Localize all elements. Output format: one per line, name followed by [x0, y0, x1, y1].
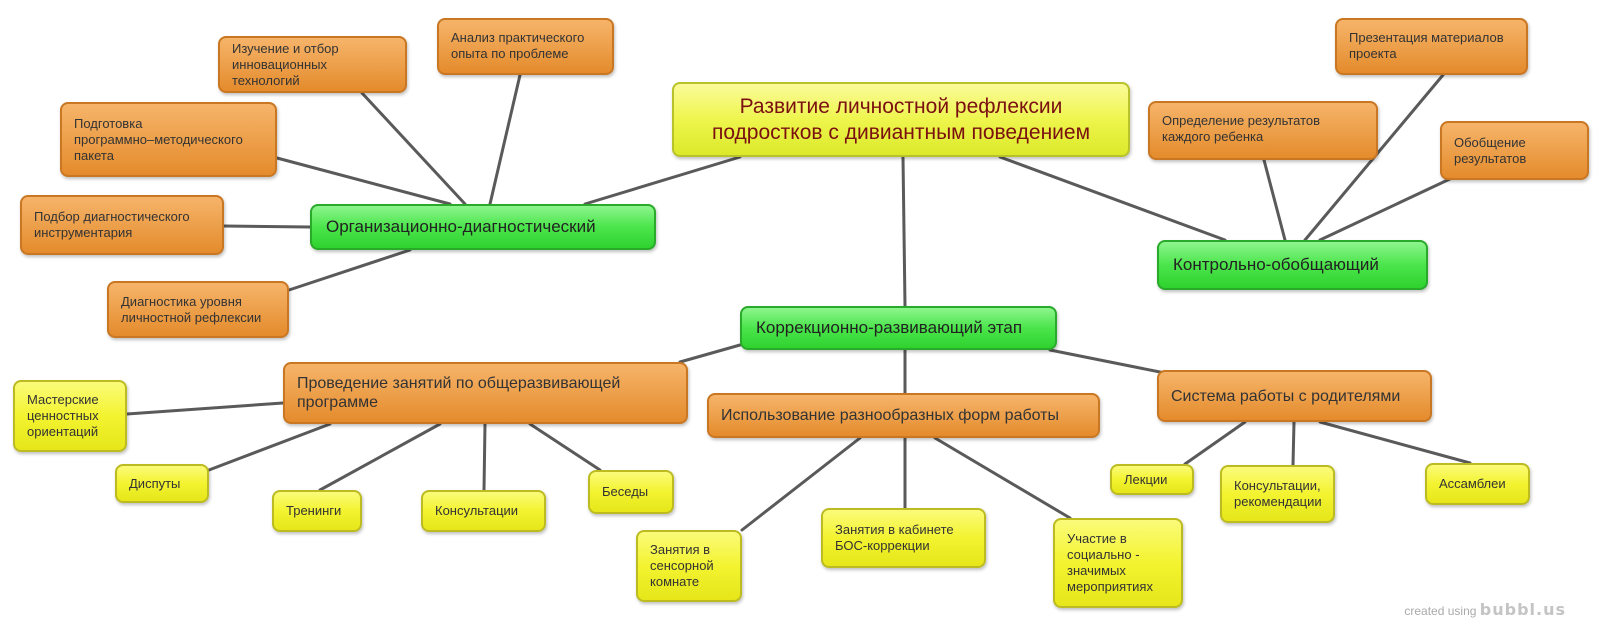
task-node[interactable]: Определение результатов каждого ребенка: [1148, 101, 1378, 160]
stage-correction-development[interactable]: Коррекционно-развивающий этап: [740, 306, 1057, 350]
activity-node[interactable]: Консультации: [421, 490, 546, 532]
task-node[interactable]: Презентация материалов проекта: [1335, 18, 1528, 75]
task-node[interactable]: Анализ практического опыта по проблеме: [437, 18, 614, 75]
task-node[interactable]: Изучение и отбор инновационных технологи…: [218, 36, 407, 93]
activity-node[interactable]: Мастерские ценностных ориентаций: [13, 380, 127, 452]
watermark: created using bubbl.us: [1404, 600, 1566, 619]
activity-node[interactable]: Консультации, рекомендации: [1220, 465, 1335, 523]
task-node[interactable]: Подбор диагностического инструментария: [20, 195, 224, 255]
activity-node[interactable]: Ассамблеи: [1425, 463, 1530, 505]
branch-work-forms[interactable]: Использование разнообразных форм работы: [707, 393, 1100, 438]
branch-general-program[interactable]: Проведение занятий по общеразвивающей пр…: [283, 362, 688, 424]
activity-node[interactable]: Тренинги: [272, 490, 362, 532]
activity-node[interactable]: Беседы: [588, 470, 674, 514]
task-node[interactable]: Диагностика уровня личностной рефлексии: [107, 281, 289, 338]
activity-node[interactable]: Занятия в сенсорной комнате: [636, 530, 742, 602]
branch-parents[interactable]: Система работы с родителями: [1157, 370, 1432, 422]
activity-node[interactable]: Лекции: [1110, 464, 1194, 495]
root-topic[interactable]: Развитие личностной рефлексии подростков…: [672, 82, 1130, 157]
stage-control-summary[interactable]: Контрольно-обобщающий: [1157, 240, 1428, 290]
activity-node[interactable]: Участие в социально - значимых мероприят…: [1053, 518, 1183, 608]
watermark-prefix: created using: [1404, 604, 1477, 618]
task-node[interactable]: Обобщение результатов: [1440, 121, 1589, 180]
stage-organizational-diagnostic[interactable]: Организационно-диагностический: [310, 204, 656, 250]
activity-node[interactable]: Диспуты: [115, 464, 209, 503]
task-node[interactable]: Подготовка программно–методического паке…: [60, 102, 277, 177]
activity-node[interactable]: Занятия в кабинете БОС-коррекции: [821, 508, 986, 568]
watermark-brand: bubbl.us: [1479, 600, 1566, 619]
